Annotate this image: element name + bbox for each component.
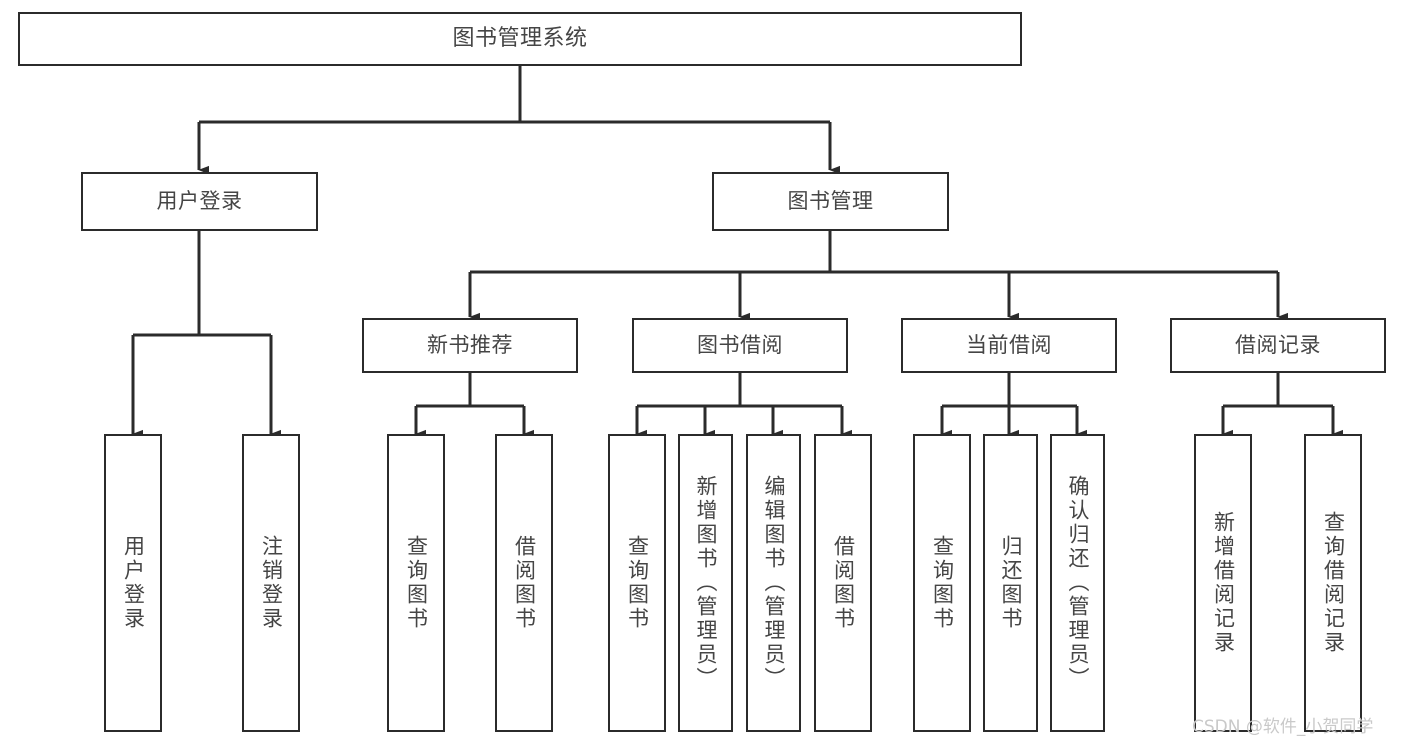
node-root-book-management-system[interactable]: 图书管理系统: [18, 12, 1022, 66]
leaf-borrow-borrow-book[interactable]: 借阅图书: [814, 434, 872, 732]
node-label: 借阅图书: [831, 535, 856, 631]
node-label: 图书管理: [787, 188, 874, 213]
leaf-borrow-query-book[interactable]: 查询图书: [608, 434, 666, 732]
leaf-borrow-edit-book-admin[interactable]: 编辑图书（管理员）: [746, 434, 801, 732]
node-label: 注销登录: [259, 535, 284, 631]
node-current-borrow[interactable]: 当前借阅: [901, 318, 1117, 373]
leaf-newbook-borrow-book[interactable]: 借阅图书: [495, 434, 553, 732]
node-label: 查询借阅记录: [1321, 511, 1346, 655]
leaf-record-add-record[interactable]: 新增借阅记录: [1194, 434, 1252, 732]
node-label: 用户登录: [121, 535, 146, 631]
node-label: 借阅图书: [512, 535, 537, 631]
node-label: 归还图书: [999, 535, 1023, 631]
node-label: 新书推荐: [427, 332, 513, 357]
node-book-borrow[interactable]: 图书借阅: [632, 318, 848, 373]
node-user-login[interactable]: 用户登录: [81, 172, 318, 231]
node-new-book-recommend[interactable]: 新书推荐: [362, 318, 578, 373]
node-book-management[interactable]: 图书管理: [712, 172, 949, 231]
node-label: 用户登录: [156, 188, 243, 213]
node-label: 新增图书（管理员）: [694, 475, 718, 691]
leaf-newbook-query-book[interactable]: 查询图书: [387, 434, 445, 732]
node-label: 查询图书: [625, 535, 650, 631]
node-label: 查询图书: [404, 535, 429, 631]
node-label: 新增借阅记录: [1211, 511, 1236, 655]
node-label: 借阅记录: [1235, 332, 1321, 357]
node-label: 图书管理系统: [452, 25, 588, 51]
leaf-current-query-book[interactable]: 查询图书: [913, 434, 971, 732]
node-borrow-record[interactable]: 借阅记录: [1170, 318, 1386, 373]
leaf-record-query-record[interactable]: 查询借阅记录: [1304, 434, 1362, 732]
leaf-logout[interactable]: 注销登录: [242, 434, 300, 732]
node-label: 确认归还（管理员）: [1066, 475, 1090, 691]
leaf-current-confirm-return-admin[interactable]: 确认归还（管理员）: [1050, 434, 1105, 732]
leaf-user-login[interactable]: 用户登录: [104, 434, 162, 732]
leaf-current-return-book[interactable]: 归还图书: [983, 434, 1038, 732]
node-label: 查询图书: [930, 535, 955, 631]
node-label: 图书借阅: [697, 332, 783, 357]
node-label: 编辑图书（管理员）: [762, 475, 786, 691]
leaf-borrow-add-book-admin[interactable]: 新增图书（管理员）: [678, 434, 733, 732]
watermark: CSDN @软件_小贺同学: [1192, 717, 1374, 737]
node-label: 当前借阅: [966, 332, 1052, 357]
